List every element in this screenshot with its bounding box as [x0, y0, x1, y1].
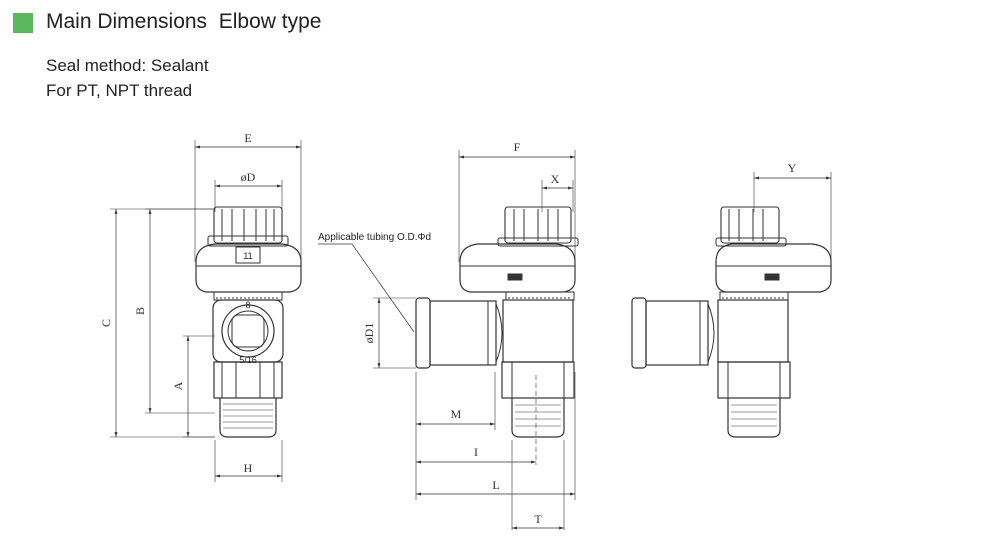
dim-label-c: C — [99, 319, 113, 327]
front-view — [110, 140, 302, 482]
part-mark-11: 11 — [243, 251, 252, 261]
part-mark-5-16: 5/16 — [239, 355, 257, 365]
dim-label-d1: øD1 — [362, 323, 376, 344]
side-view — [318, 150, 579, 530]
dim-label-e: E — [244, 131, 251, 145]
dim-label-y: Y — [788, 161, 797, 175]
dim-label-b: B — [133, 307, 147, 315]
dim-label-m: M — [451, 407, 462, 421]
page-title: Main Dimensions Elbow type — [46, 10, 322, 33]
dim-label-x: X — [551, 172, 560, 186]
seal-method-note: Seal method: Sealant — [46, 56, 209, 75]
tubing-od-label: Applicable tubing O.D.Φd — [318, 232, 431, 243]
dim-label-i: I — [474, 445, 478, 459]
dim-label-t: T — [534, 512, 542, 526]
dim-label-a: A — [171, 381, 185, 390]
dim-label-h: H — [244, 461, 253, 475]
rear-view — [631, 172, 832, 438]
dim-label-f: F — [514, 140, 521, 154]
dim-label-l: L — [492, 478, 499, 492]
thread-note: For PT, NPT thread — [46, 81, 193, 100]
dim-label-d: øD — [241, 170, 256, 184]
section-marker — [13, 13, 33, 33]
part-mark-8: 8 — [245, 300, 250, 310]
